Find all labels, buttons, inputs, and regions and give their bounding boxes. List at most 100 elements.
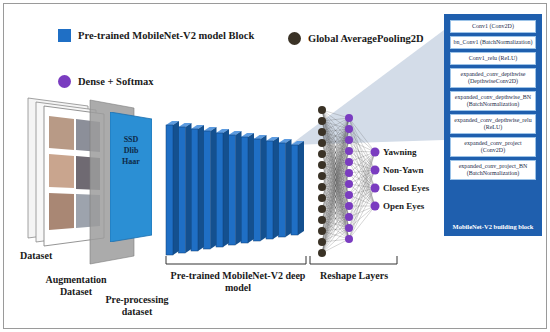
layer-box: expanded_conv_depthwise_relu (ReLU) — [450, 114, 536, 134]
model-block — [241, 133, 254, 243]
network-link — [322, 118, 349, 121]
network-link — [322, 110, 349, 118]
block-face — [241, 137, 248, 243]
panel-outline — [110, 112, 152, 242]
legend-text: Pre-trained MobileNet-V2 model Block — [78, 29, 254, 42]
network-link — [349, 170, 375, 228]
block-side — [248, 133, 254, 243]
model-block — [166, 121, 179, 255]
dense-neuron — [345, 202, 353, 210]
pooling-neuron — [318, 183, 326, 191]
legend-swatch — [58, 75, 71, 88]
network-link — [322, 140, 349, 253]
network-link — [322, 129, 349, 253]
stage-label: Reshape Layers — [310, 270, 398, 282]
block-side — [198, 125, 204, 251]
block-face — [191, 129, 198, 251]
pooling-neuron — [318, 139, 326, 147]
building-block-panel: MobileNet-V2 building blockConv1 (Conv2D… — [444, 14, 542, 236]
network-link — [322, 206, 349, 253]
network-link — [322, 173, 349, 253]
network-link — [322, 217, 349, 253]
stage-label: Dataset — [20, 250, 80, 262]
legend-swatch — [58, 29, 71, 42]
block-side — [211, 127, 217, 249]
block-face — [216, 133, 223, 247]
block-face — [229, 135, 236, 245]
block-side — [186, 123, 192, 253]
network-link — [322, 228, 349, 253]
node-text: expanded_conv_depthwise_relu (ReLU) — [453, 117, 533, 131]
model-block — [229, 131, 242, 245]
network-link — [322, 195, 349, 253]
network-link — [349, 206, 375, 239]
network-link — [322, 151, 349, 253]
pooling-neuron — [318, 106, 326, 114]
legend-item: Global AveragePooling2D — [288, 32, 424, 45]
network-link — [322, 162, 349, 253]
node-text: expanded_conv_project (Conv2D) — [453, 140, 533, 154]
network-link — [349, 170, 375, 217]
model-block — [279, 139, 292, 237]
class-label: Yawning — [383, 146, 441, 158]
dense-neuron-layer — [345, 114, 353, 243]
layer-box: Conv1 (Conv2D) — [450, 20, 536, 33]
dense-neuron — [345, 180, 353, 188]
pooling-neuron — [318, 238, 326, 246]
network-links — [322, 110, 375, 253]
class-label: Non-Yawn — [383, 164, 441, 176]
pooling-neuron — [318, 227, 326, 235]
preprocessing-panel: SSDDlibHaar — [110, 112, 152, 242]
block-face — [279, 143, 286, 237]
output-neuron — [371, 184, 380, 193]
legend-swatch — [288, 32, 301, 45]
model-block — [266, 137, 279, 239]
block-side — [173, 121, 179, 255]
bracket — [166, 256, 306, 264]
output-neuron-layer — [371, 148, 380, 211]
class-label: Closed Eyes — [383, 182, 441, 194]
block-face — [266, 141, 273, 239]
model-block — [254, 135, 267, 241]
dense-neuron — [345, 114, 353, 122]
class-label: Open Eyes — [383, 200, 441, 212]
pooling-neuron — [318, 205, 326, 213]
block-side — [298, 141, 304, 235]
legend-item: Pre-trained MobileNet-V2 model Block — [58, 29, 254, 42]
generated-illustration — [166, 106, 380, 257]
layer-box: bn_Conv1 (BatchNormalization) — [450, 36, 536, 49]
model-block — [216, 129, 229, 247]
pooling-neuron — [318, 249, 326, 257]
block-face — [291, 145, 298, 235]
node-text: expanded_conv_project_BN (BatchNormaliza… — [453, 163, 533, 177]
pooling-neuron — [318, 150, 326, 158]
pooling-neuron — [318, 216, 326, 224]
network-link — [322, 110, 349, 228]
network-link — [322, 118, 349, 253]
network-link — [322, 118, 349, 242]
stage-label: Augmentation Dataset — [38, 274, 114, 298]
output-neuron — [371, 148, 380, 157]
bracket — [310, 256, 397, 264]
node-text: SSD — [110, 134, 152, 145]
node-text: Dlib — [110, 145, 152, 156]
block-side — [236, 131, 242, 245]
legend-text: Global AveragePooling2D — [308, 32, 424, 45]
network-link — [322, 239, 349, 253]
panel-shape — [110, 112, 152, 242]
figure-frame — [4, 4, 547, 329]
pooling-neuron-layer — [318, 106, 326, 257]
node-text: expanded_conv_depthwise (DepthwiseConv2D… — [453, 71, 533, 85]
dense-neuron — [345, 213, 353, 221]
pooling-neuron — [318, 194, 326, 202]
block-side — [286, 139, 292, 237]
stage-label: Pre-processing dataset — [98, 294, 176, 318]
network-link — [322, 118, 349, 220]
node-text: Conv1 (Conv2D) — [453, 23, 533, 30]
output-neuron — [371, 166, 380, 175]
node-text: bn_Conv1 (BatchNormalization) — [453, 39, 533, 46]
node-text: expanded_conv_depthwise_BN (BatchNormali… — [453, 94, 533, 108]
block-side — [273, 137, 279, 239]
dense-neuron — [345, 125, 353, 133]
